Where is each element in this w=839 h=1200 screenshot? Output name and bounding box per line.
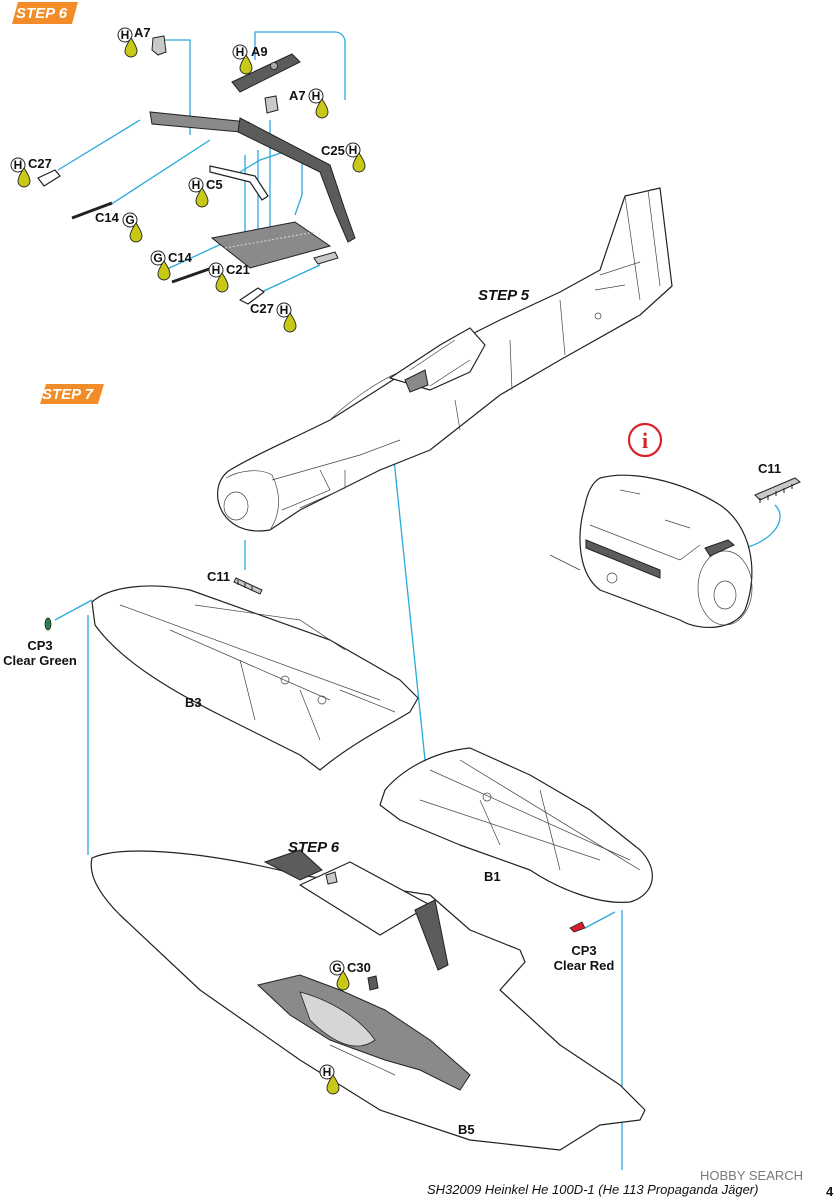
label-b5: B5 [458,1122,475,1137]
part-c25 [237,117,356,243]
guide-cp3-right [584,911,616,929]
part-c14-mid [71,201,113,220]
guide-cp3-left [54,599,93,621]
watermark: HOBBY SEARCH [700,1168,803,1183]
label-cp3-left-note: Clear Green [3,653,77,668]
paint-h-badge: H [349,143,358,157]
wing-b3 [91,585,419,771]
part-a7-top [151,35,167,56]
fuselage [217,187,673,532]
label-c27-low: C27 [250,301,274,316]
part-c11-detail [754,477,801,501]
label-c14-low: C14 [168,250,193,265]
label-b3: B3 [185,695,202,710]
wing-b5 [90,850,646,1151]
part-c14-low [171,266,213,284]
label-c25: C25 [321,143,345,158]
attention-mark: i [642,428,648,453]
label-a7-top: A7 [134,25,151,40]
label-a9: A9 [251,44,268,59]
wing-b3-outline [91,585,419,771]
paint-h-badge: H [312,89,321,103]
paint-g-badge: G [125,213,134,227]
label-cp3-right: CP3 [571,943,596,958]
page-number: 4 [826,1184,834,1199]
step7-header-text: STEP 7 [42,386,94,403]
attention-icon [627,422,663,458]
paint-h-badge: H [323,1065,332,1079]
label-cp3-right-note: Clear Red [554,958,615,973]
step6-assembly-on-b5 [263,849,449,971]
guide-a7-top [165,39,191,135]
label-c14-mid: C14 [95,210,120,225]
cowl-detail: i [549,422,801,628]
step6-badge [12,2,78,24]
guide-c5 [239,149,291,173]
footer-title: SH32009 Heinkel He 100D-1 (He 113 Propag… [427,1182,758,1197]
part-c11-main [233,577,263,595]
wing-b1-outline [379,747,653,903]
label-cp3-left: CP3 [27,638,52,653]
label-c21: C21 [226,262,250,277]
label-c11-main: C11 [207,569,230,584]
guide-c25 [294,150,303,216]
guide-c14-low [164,239,231,271]
part-side-frame-left [149,111,249,133]
step6-header: STEP 6 [12,2,78,24]
label-c27-left: C27 [28,156,52,171]
paint-h-badge: H [14,158,23,172]
cowl-outline [579,474,753,628]
label-b1: B1 [484,869,501,884]
label-a7-right: A7 [289,88,306,103]
step5-callout: STEP 5 [478,287,530,304]
canopy [389,327,486,391]
part-cp3-red [569,921,586,933]
paint-h-badge: H [280,303,289,317]
step7-header: STEP 7 [40,384,104,404]
paint-h-badge: H [121,28,130,42]
part-cp3-green [44,617,52,631]
label-c5: C5 [206,177,223,192]
guide-a9 [254,31,346,100]
part-c30 [367,975,379,991]
label-c11-detail: C11 [758,461,781,476]
part-c21 [210,221,332,269]
guide-c14-mid [109,139,211,206]
step7-badge [40,384,104,404]
paint-g-badge: G [332,961,341,975]
part-a7-right [264,95,279,114]
step6-callout: STEP 6 [288,839,340,856]
step6-header-text: STEP 6 [16,5,68,22]
guide-c27-low [254,264,321,296]
part-c27-left [37,169,61,187]
guide-fuselage-to-b1 [392,449,426,761]
paint-g-badge: G [153,251,162,265]
paint-h-badge: H [236,45,245,59]
part-c27-low [239,287,265,305]
part-pedal [313,251,339,265]
label-c30: C30 [347,960,371,975]
step6-parts [37,35,356,305]
step6-labels: H A7 H A9 A7 H C25 H H C27 [10,25,366,333]
paint-h-badge: H [212,263,221,277]
paint-h-badge: H [192,178,201,192]
guide-c27-left [57,119,141,171]
wing-b1 [379,747,653,903]
step6-guide-lines [57,31,346,296]
wing-b5-outline [90,850,646,1151]
part-c5 [209,165,269,201]
